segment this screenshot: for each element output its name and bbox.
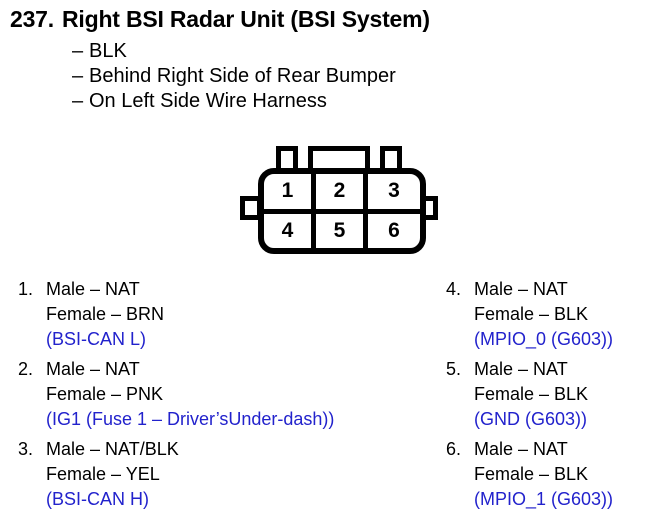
- pin-list-right: 4. Male – NAT Female – BLK (MPIO_0 (G603…: [446, 277, 654, 517]
- pin-entry-body: Male – NAT/BLK Female – YEL (BSI-CAN H): [46, 437, 438, 512]
- pin-signal-note: (BSI-CAN L): [46, 329, 147, 349]
- header-bullet-list: – BLK – Behind Right Side of Rear Bumper…: [10, 39, 650, 114]
- pin-entry: 3. Male – NAT/BLK Female – YEL (BSI-CAN …: [18, 437, 438, 512]
- pin-signal-note: (GND (G603)): [474, 409, 588, 429]
- pin-entry-number: 4.: [446, 279, 462, 299]
- pin-entry-body: Male – NAT Female – BLK (MPIO_1 (G603)): [474, 437, 654, 512]
- pin-female-label: Female – BLK: [474, 304, 589, 324]
- pin-male-label: Male – NAT: [474, 279, 568, 299]
- pin-entry: 5. Male – NAT Female – BLK (GND (G603)): [446, 357, 654, 432]
- pin-signal-note: (MPIO_1 (G603)): [474, 489, 614, 509]
- dash-icon: –: [72, 90, 84, 112]
- pin-entry-number: 6.: [446, 439, 462, 459]
- title-text: Right BSI Radar Unit (BSI System): [62, 6, 430, 32]
- connector-pin-cell: 3: [388, 179, 400, 203]
- pin-entry-body: Male – NAT Female – BLK (MPIO_0 (G603)): [474, 277, 654, 352]
- pin-signal-note: (BSI-CAN H): [46, 489, 149, 509]
- header-bullet-item: – BLK: [72, 39, 650, 64]
- connector-pin-row-top: 1 2 3: [264, 174, 420, 214]
- connector-top-tab-right: [380, 146, 402, 172]
- connector-pin-cell: 1: [264, 174, 316, 209]
- pin-entry-body: Male – NAT Female – PNK (IG1 (Fuse 1 – D…: [46, 357, 438, 432]
- connector-pin-cell: 6: [388, 218, 400, 242]
- pin-female-label: Female – BRN: [46, 304, 165, 324]
- section-header: 237. Right BSI Radar Unit (BSI System) –…: [10, 6, 650, 114]
- dash-icon: –: [72, 40, 84, 62]
- pin-female-label: Female – YEL: [46, 464, 160, 484]
- pin-female-label: Female – PNK: [46, 384, 164, 404]
- connector-pin-cell: 5: [316, 213, 368, 248]
- dash-icon: –: [72, 65, 84, 87]
- pin-male-label: Male – NAT/BLK: [46, 439, 179, 459]
- header-bullet-item: – Behind Right Side of Rear Bumper: [72, 64, 650, 89]
- page-title: 237. Right BSI Radar Unit (BSI System): [10, 6, 650, 33]
- header-bullet-label: Behind Right Side of Rear Bumper: [89, 65, 396, 87]
- connector-body: 1 2 3 4 5 6: [258, 168, 426, 254]
- connector-pin-cell: 4: [264, 213, 316, 248]
- title-number: 237.: [10, 6, 54, 32]
- pin-male-label: Male – NAT: [474, 359, 568, 379]
- header-bullet-item: – On Left Side Wire Harness: [72, 89, 650, 114]
- pin-signal-note: (MPIO_0 (G603)): [474, 329, 614, 349]
- connector-top-tab-center: [308, 146, 370, 172]
- pin-entry-number: 5.: [446, 359, 462, 379]
- header-bullet-label: BLK: [89, 40, 127, 62]
- pin-signal-note: (IG1 (Fuse 1 – Driver’sUnder-dash)): [46, 409, 335, 429]
- pin-male-label: Male – NAT: [474, 439, 568, 459]
- connector-top-tab-left: [276, 146, 298, 172]
- pin-male-label: Male – NAT: [46, 279, 140, 299]
- pin-entry: 4. Male – NAT Female – BLK (MPIO_0 (G603…: [446, 277, 654, 352]
- pin-male-label: Male – NAT: [46, 359, 140, 379]
- pin-entry-number: 2.: [18, 359, 34, 379]
- pin-list-left: 1. Male – NAT Female – BRN (BSI-CAN L) 2…: [18, 277, 438, 517]
- pin-female-label: Female – BLK: [474, 464, 589, 484]
- connector-pin-cell: 2: [316, 174, 368, 209]
- pin-entry: 2. Male – NAT Female – PNK (IG1 (Fuse 1 …: [18, 357, 438, 432]
- pin-entry-number: 1.: [18, 279, 34, 299]
- connector-diagram: 1 2 3 4 5 6: [238, 142, 438, 260]
- pin-entry-body: Male – NAT Female – BRN (BSI-CAN L): [46, 277, 438, 352]
- pin-entry: 1. Male – NAT Female – BRN (BSI-CAN L): [18, 277, 438, 352]
- pin-entry-number: 3.: [18, 439, 34, 459]
- pin-entry: 6. Male – NAT Female – BLK (MPIO_1 (G603…: [446, 437, 654, 512]
- header-bullet-label: On Left Side Wire Harness: [89, 90, 327, 112]
- pin-female-label: Female – BLK: [474, 384, 589, 404]
- connector-pin-row-bottom: 4 5 6: [264, 213, 420, 248]
- pin-entry-body: Male – NAT Female – BLK (GND (G603)): [474, 357, 654, 432]
